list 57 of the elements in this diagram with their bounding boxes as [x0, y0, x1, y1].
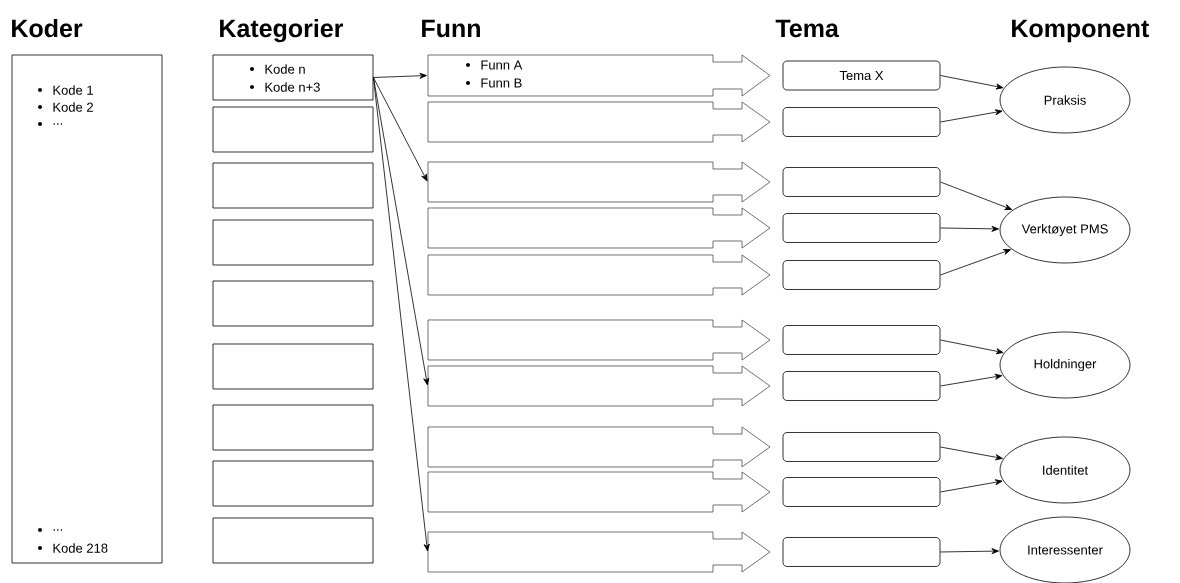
arrow [373, 77, 428, 182]
arrow [373, 77, 430, 386]
theme-box [782, 371, 941, 401]
list-item: Kode 218 [53, 543, 108, 553]
finding-box [427, 161, 771, 203]
list-item: Kode n+3 [265, 82, 320, 92]
column-heading: Tema [775, 19, 839, 38]
category-box [212, 404, 374, 451]
column-heading: Funn [422, 19, 480, 38]
finding-box [427, 426, 771, 468]
list-item: ... [53, 529, 63, 531]
list-item: Kode 1 [53, 85, 93, 95]
arrow [940, 373, 1003, 387]
theme-box: Tema X [782, 60, 941, 91]
finding-box [427, 365, 771, 407]
finding-box [427, 319, 771, 361]
theme-box [782, 537, 941, 567]
arrow [940, 339, 1004, 355]
list-item: Funn A [481, 60, 523, 70]
category-box [212, 106, 374, 153]
arrow [940, 446, 1003, 461]
arrow [940, 109, 1003, 123]
finding-box [427, 101, 771, 143]
theme-box [782, 213, 941, 243]
theme-box [782, 432, 941, 462]
finding-box [427, 254, 771, 296]
finding-box [427, 207, 771, 249]
theme-box [782, 325, 941, 355]
arrow [940, 181, 1013, 210]
category-box [212, 280, 374, 327]
arrow [373, 77, 430, 552]
arrow [940, 249, 1011, 276]
category-box [212, 343, 374, 390]
arrow [940, 479, 1003, 493]
theme-box [782, 477, 941, 507]
arrow [940, 75, 1004, 90]
arrow [940, 548, 999, 555]
category-box [212, 517, 374, 564]
arrow [940, 225, 999, 232]
list-item: Kode 2 [53, 102, 93, 112]
column-heading: Komponent [1012, 19, 1149, 43]
theme-box [782, 167, 941, 197]
code-list-box [11, 54, 163, 564]
theme-box [782, 260, 941, 290]
category-box [212, 219, 374, 266]
finding-box [427, 471, 771, 513]
theme-box [782, 107, 941, 137]
arrow [373, 72, 427, 79]
category-box [212, 54, 374, 101]
category-box [212, 460, 374, 507]
list-item: ... [53, 123, 63, 125]
finding-box [427, 54, 771, 97]
finding-box [427, 531, 771, 573]
column-heading: Kategorier [220, 18, 344, 43]
category-box [212, 162, 374, 209]
list-item: Funn B [481, 78, 522, 88]
list-item: Kode n [265, 64, 305, 74]
